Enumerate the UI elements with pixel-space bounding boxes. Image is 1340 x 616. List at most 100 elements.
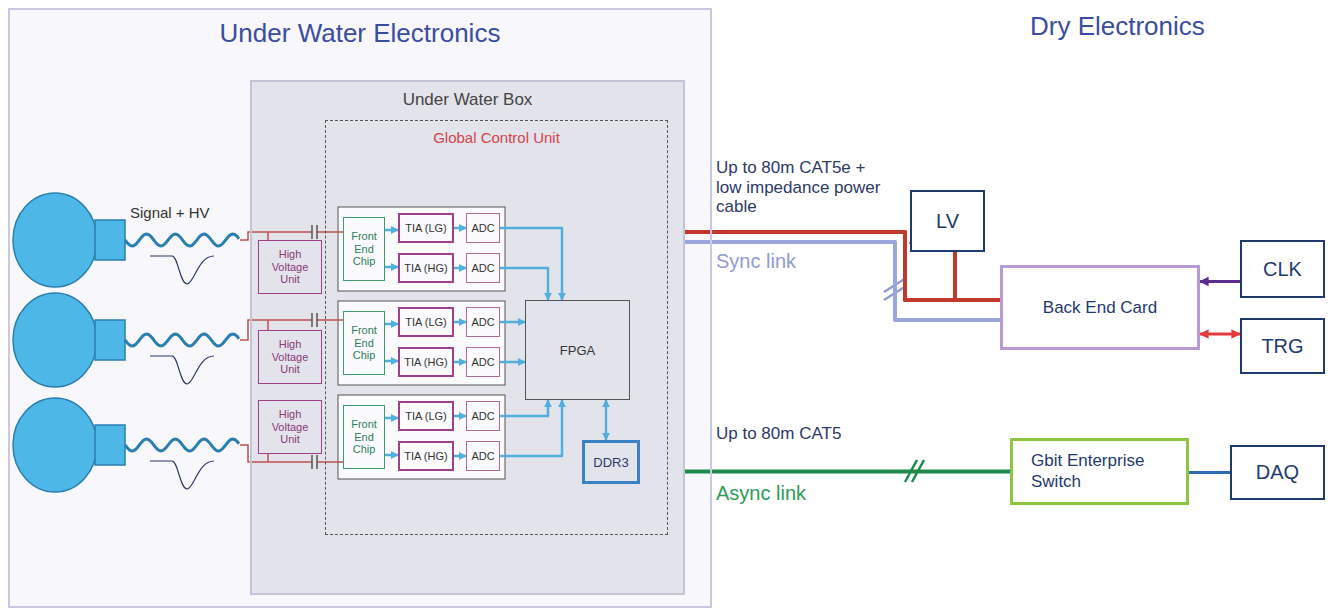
channel-board	[338, 207, 505, 291]
signal-arrow	[385, 360, 398, 363]
link-name: Sync link	[716, 250, 796, 273]
channel-board	[338, 301, 505, 385]
high-voltage-unit: High Voltage Unit	[258, 240, 322, 294]
tia-amplifier: TIA (HG)	[398, 441, 454, 471]
pulse-shape	[150, 356, 214, 384]
signal-arrow	[500, 228, 562, 300]
signal-arrow	[385, 454, 398, 457]
label-holder: Async link	[716, 482, 806, 505]
label-holder: Up to 80m CAT5	[716, 424, 841, 444]
daq-system: DAQ	[1230, 445, 1325, 500]
label-holder: Up to 80m CAT5e + low impedance power ca…	[716, 158, 891, 217]
adc-chip: ADC	[466, 213, 500, 243]
adc-chip: ADC	[466, 307, 500, 337]
signal-hv-wires	[240, 232, 343, 462]
box-label: ADC	[471, 222, 494, 234]
container-title: Under Water Electronics	[220, 18, 501, 49]
box-label: Gbit Enterprise Switch	[1031, 451, 1184, 492]
box-label: TIA (HG)	[404, 262, 447, 274]
pmt-base	[95, 320, 125, 360]
signal-arrow	[500, 268, 548, 300]
box-label: High Voltage Unit	[261, 408, 319, 446]
signal-arrow	[500, 400, 548, 416]
signal-arrow	[500, 361, 525, 364]
box-label: ADC	[471, 316, 494, 328]
tia-amplifier: TIA (HG)	[398, 347, 454, 377]
box-label: Front End Chip	[346, 230, 382, 268]
container-title: Under Water Box	[403, 90, 533, 110]
box-label: Back End Card	[1043, 298, 1157, 318]
box-label: Front End Chip	[346, 418, 382, 456]
signal-arrow	[500, 321, 525, 324]
async-link	[685, 470, 1010, 474]
ddr3-memory: DDR3	[582, 440, 640, 484]
box-label: TIA (HG)	[404, 356, 447, 368]
network-switch: Gbit Enterprise Switch	[1010, 438, 1189, 505]
signal-arrow	[500, 400, 562, 456]
channel-board	[338, 395, 505, 479]
box-label: TIA (LG)	[405, 222, 447, 234]
high-voltage-unit: High Voltage Unit	[258, 400, 322, 454]
box-label: FPGA	[560, 343, 595, 358]
box-label: ADC	[471, 410, 494, 422]
signal-arrow	[454, 455, 466, 458]
channel-boards	[338, 207, 505, 479]
pmt-bulb	[13, 398, 97, 492]
fpga-chip: FPGA	[525, 300, 630, 400]
box-label: ADC	[471, 262, 494, 274]
tia-amplifier: TIA (LG)	[398, 307, 454, 337]
box-label: ADC	[471, 356, 494, 368]
front-end-chip: Front End Chip	[343, 217, 385, 281]
box-label: TRG	[1261, 335, 1303, 358]
low-voltage-supply: LV	[910, 190, 985, 252]
high-voltage-unit: High Voltage Unit	[258, 330, 322, 384]
box-label: TIA (LG)	[405, 410, 447, 422]
pulse-shape	[150, 461, 214, 489]
box-label: ADC	[471, 450, 494, 462]
underwater-region: Under Water ElectronicsUnder Water BoxGl…	[8, 8, 712, 608]
signal-arrow	[454, 361, 466, 364]
adc-chip: ADC	[466, 347, 500, 377]
pmt-base	[95, 220, 125, 260]
box-label: TIA (LG)	[405, 316, 447, 328]
capacitor-symbol	[312, 455, 317, 469]
box-label: LV	[936, 210, 959, 233]
adc-chip: ADC	[466, 401, 500, 431]
signal-arrow	[454, 267, 466, 270]
underwater-box: Under Water BoxGlobal Control UnitFront …	[250, 80, 685, 595]
trigger-arrow	[1200, 333, 1240, 336]
box-label: CLK	[1263, 258, 1302, 281]
capacitor-symbol	[312, 225, 317, 239]
coiled-cable	[125, 234, 239, 246]
label-holder: Signal + HV	[130, 204, 210, 221]
cable-note: Up to 80m CAT5e + low impedance power ca…	[716, 158, 891, 217]
tia-amplifier: TIA (LG)	[398, 401, 454, 431]
tia-amplifier: TIA (HG)	[398, 253, 454, 283]
signal-arrow	[454, 321, 466, 324]
coupling-capacitors	[312, 225, 317, 469]
capacitor-symbol	[312, 313, 317, 327]
signal-arrow	[385, 229, 398, 232]
front-end-chip: Front End Chip	[343, 405, 385, 469]
front-end-chip: Front End Chip	[343, 311, 385, 375]
back-end-card: Back End Card	[1000, 265, 1200, 350]
signal-wire	[240, 232, 343, 240]
label-holder: Dry Electronics	[1030, 12, 1205, 42]
coiled-cable	[125, 334, 239, 346]
pulse-shape	[150, 256, 214, 284]
box-label: TIA (HG)	[404, 450, 447, 462]
signal-label: Signal + HV	[130, 204, 210, 221]
signal-arrow	[385, 417, 398, 420]
pmt-bulb	[13, 293, 97, 387]
pmt-bulb	[13, 193, 97, 287]
clock-source: CLK	[1240, 240, 1325, 298]
link-name: Async link	[716, 482, 806, 505]
underwater-region-fill	[8, 8, 712, 608]
box-label: DDR3	[593, 455, 628, 470]
tia-amplifier: TIA (LG)	[398, 213, 454, 243]
global-control-unit: Global Control UnitFront End ChipTIA (LG…	[325, 120, 668, 535]
signal-arrow	[605, 400, 608, 440]
underwater-box-fill	[250, 80, 685, 595]
pmt-group	[13, 193, 239, 492]
